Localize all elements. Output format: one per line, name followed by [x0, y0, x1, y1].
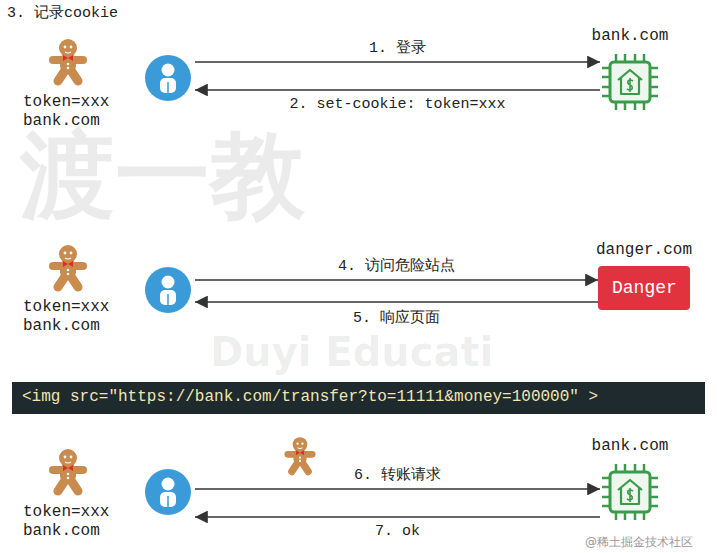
client-group: token=xxx bank.com [15, 445, 195, 545]
user-icon [145, 55, 191, 101]
cookie-value: token=xxx bank.com [23, 503, 123, 541]
source-credit: @稀土掘金技术社区 [585, 534, 693, 551]
arrow-connector [195, 89, 600, 91]
danger-text: Danger [598, 266, 690, 310]
server-icon [602, 54, 658, 110]
arrow-connector [195, 301, 598, 303]
user-icon [145, 469, 191, 515]
watermark: 渡一教 [20, 128, 305, 223]
client-group: token=xxx bank.com [15, 240, 195, 340]
client-group: 3. 记录cookietoken=xxx bank.com [15, 35, 195, 135]
server-icon [602, 464, 658, 520]
site-name: danger.com [596, 241, 692, 260]
code-snippet: <img src="https://bank.com/transfer?to=1… [22, 388, 598, 406]
edge-label: 7. ok [375, 523, 420, 540]
watermark: Duyi Educati [210, 332, 493, 372]
step-note: 3. 记录cookie [7, 5, 118, 23]
server-name: bank.com [592, 27, 669, 46]
cookie-icon [288, 437, 313, 471]
edge-label: 5. 响应页面 [353, 308, 440, 327]
arrow-connector [195, 516, 600, 518]
cookie-value: token=xxx bank.com [23, 93, 123, 131]
danger-site-box: danger.comDanger [598, 266, 690, 310]
cookie-icon [53, 39, 83, 81]
code-bar [12, 382, 705, 414]
server-name: bank.com [592, 437, 669, 456]
edge-label: 1. 登录 [369, 38, 426, 57]
server-node: bank.com [600, 462, 660, 522]
cookie-icon [53, 449, 83, 491]
server-node: bank.com [600, 52, 660, 112]
cookie-icon [53, 245, 83, 287]
user-icon [145, 267, 191, 313]
edge-label: 6. 转账请求 [354, 465, 441, 484]
arrow-connector [195, 488, 600, 490]
arrow-connector [195, 279, 598, 281]
edge-label: 4. 访问危险站点 [338, 256, 455, 275]
arrow-connector [195, 61, 600, 63]
edge-label: 2. set-cookie: token=xxx [289, 96, 505, 113]
cookie-value: token=xxx bank.com [23, 298, 123, 336]
